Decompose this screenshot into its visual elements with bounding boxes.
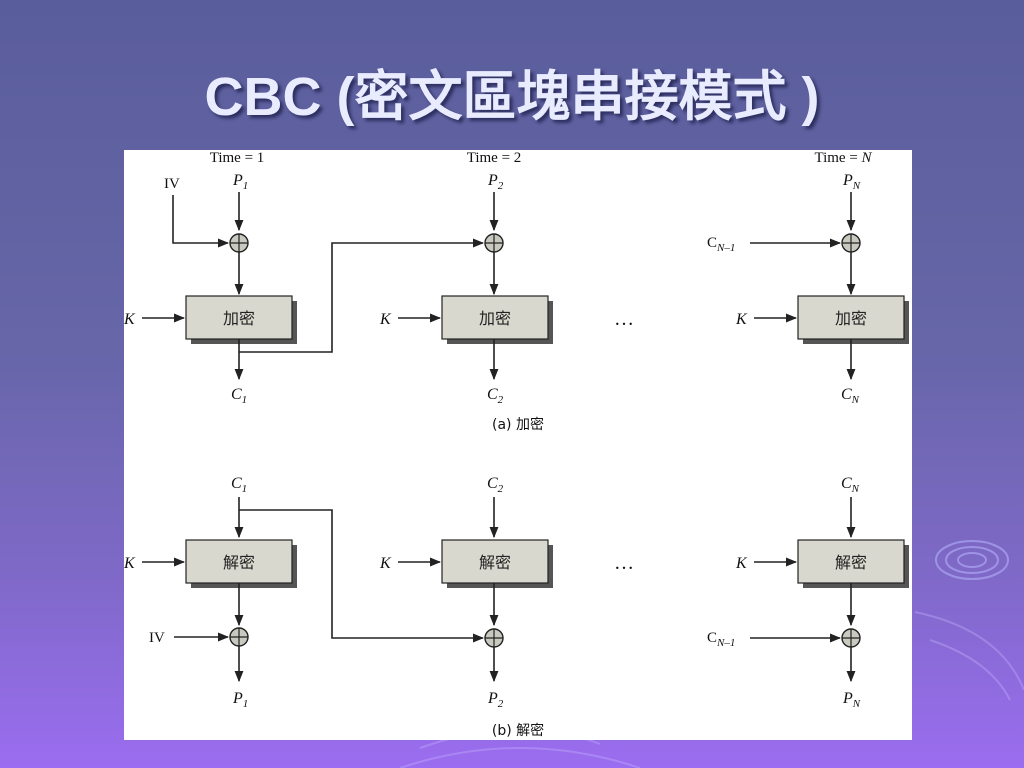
encrypt-box-n: 加密 — [797, 295, 909, 344]
key-label-enc-1: K — [124, 311, 136, 328]
svg-text:加密: 加密 — [479, 309, 511, 328]
label-cn-dec: CN — [841, 475, 860, 495]
label-cn-1-enc: CN–1 — [707, 235, 735, 254]
svg-text:加密: 加密 — [223, 309, 255, 328]
key-label-enc-n: K — [735, 311, 748, 328]
time-label-n: Time = N — [814, 150, 872, 166]
key-label-enc-2: K — [379, 311, 392, 328]
xor-enc-1 — [229, 233, 249, 253]
label-c2-dec: C2 — [487, 475, 504, 495]
caption-encryption: (a) 加密 — [492, 416, 544, 433]
label-iv-enc: IV — [164, 176, 180, 192]
chain-arrow-c1-xor2-dec — [239, 509, 485, 643]
label-p2-dec: P2 — [487, 690, 504, 710]
svg-text:解密: 解密 — [223, 553, 255, 572]
ellipsis-enc: … — [614, 308, 634, 330]
xor-enc-2 — [484, 233, 504, 253]
svg-text:解密: 解密 — [479, 553, 511, 572]
svg-text:解密: 解密 — [835, 553, 867, 572]
label-pn-dec: PN — [842, 690, 861, 710]
decrypt-box-1: 解密 — [185, 539, 297, 588]
encrypt-box-2: 加密 — [441, 295, 553, 344]
label-p1-dec: P1 — [232, 690, 248, 710]
cbc-diagram-panel: Time = 1 Time = 2 Time = N P1 P2 PN IV C… — [124, 150, 912, 740]
caption-decryption: (b) 解密 — [492, 722, 544, 739]
label-pn-enc: PN — [842, 172, 861, 192]
key-label-dec-2: K — [379, 555, 392, 572]
ellipsis-dec: … — [614, 552, 634, 574]
label-p2-enc: P2 — [487, 172, 504, 192]
key-label-dec-n: K — [735, 555, 748, 572]
label-c2-enc: C2 — [487, 386, 504, 406]
time-label-2: Time = 2 — [467, 150, 522, 166]
arrow-iv-xor — [172, 195, 230, 248]
decrypt-box-2: 解密 — [441, 539, 553, 588]
label-cn-1-dec: CN–1 — [707, 630, 735, 649]
label-cn-enc: CN — [841, 386, 860, 406]
cbc-diagram: Time = 1 Time = 2 Time = N P1 P2 PN IV C… — [124, 150, 909, 739]
key-label-dec-1: K — [124, 555, 136, 572]
label-p1-enc: P1 — [232, 172, 248, 192]
time-label-1: Time = 1 — [210, 150, 265, 166]
chain-arrow-c1-xor2 — [239, 238, 485, 353]
xor-dec-2 — [484, 628, 504, 648]
xor-dec-n — [841, 628, 861, 648]
xor-dec-1 — [229, 627, 249, 647]
label-c1-enc: C1 — [231, 386, 247, 406]
svg-text:加密: 加密 — [835, 309, 867, 328]
decrypt-box-n: 解密 — [797, 539, 909, 588]
label-c1-dec: C1 — [231, 475, 247, 495]
encrypt-box-1: 加密 — [185, 295, 297, 344]
xor-enc-n — [841, 233, 861, 253]
label-iv-dec: IV — [149, 630, 165, 646]
slide-title: CBC (密文區塊串接模式 ) — [204, 67, 820, 127]
